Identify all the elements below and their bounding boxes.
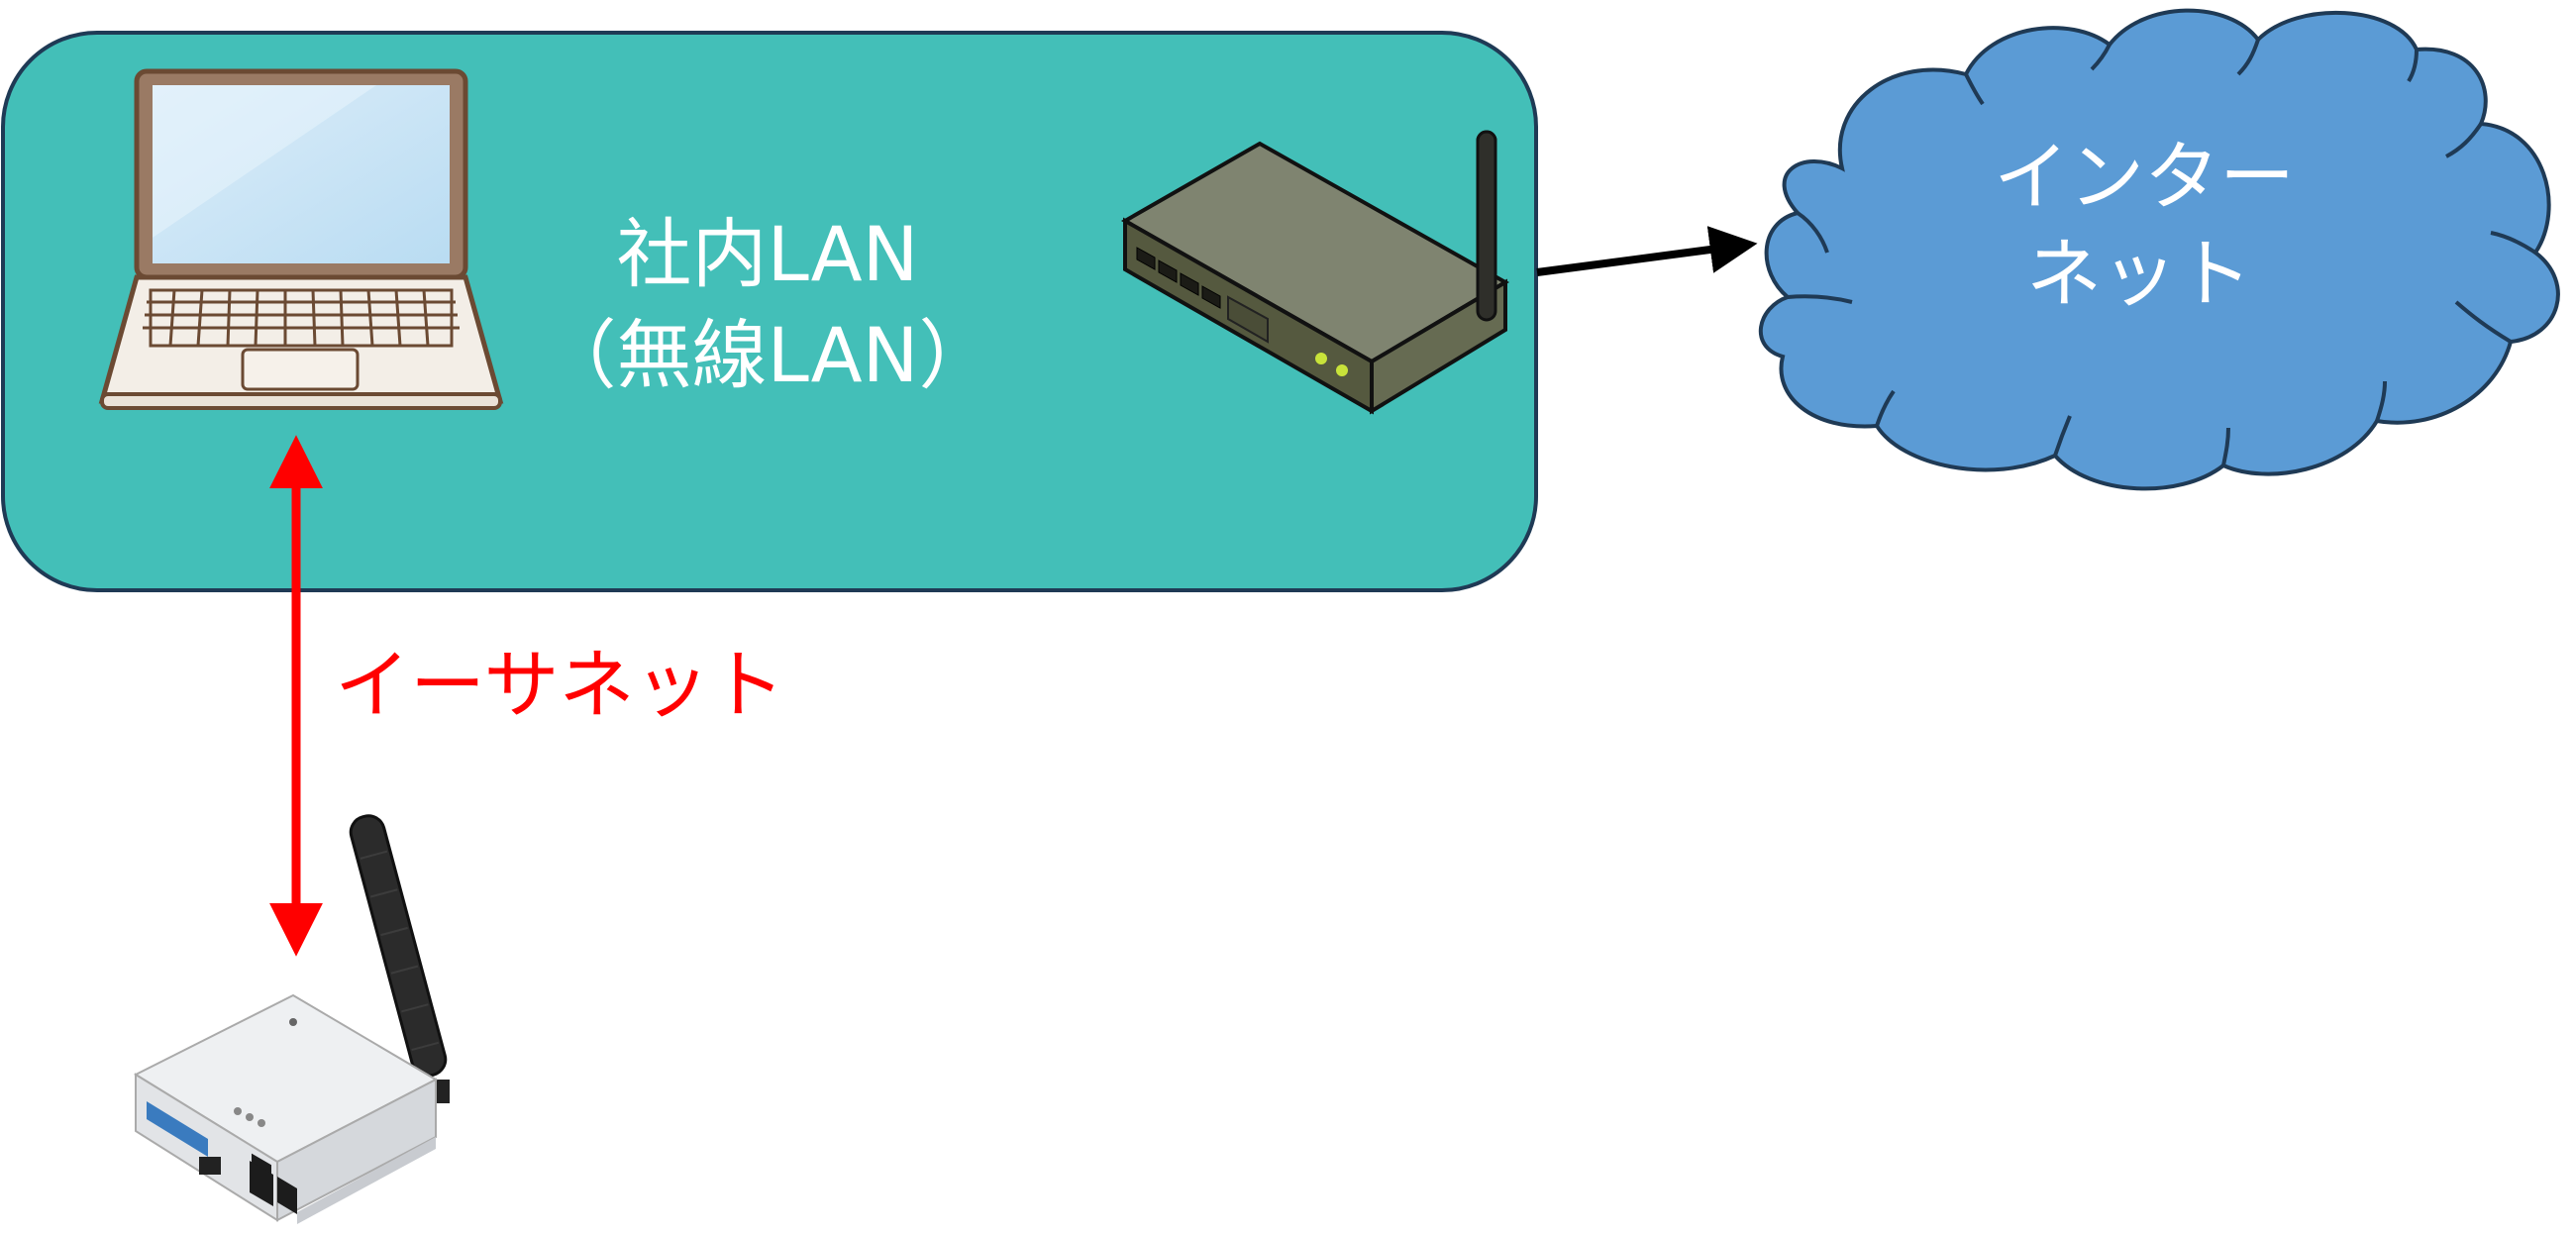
cloud-label-line1: インター: [1994, 133, 2295, 221]
wireless-router-icon: [1120, 130, 1509, 415]
laptop-icon: [98, 68, 504, 410]
cloud-icon: インター ネット: [1758, 8, 2560, 491]
ethernet-label: イーサネット: [335, 641, 784, 729]
lan-label-line1: 社内LAN: [617, 210, 919, 298]
gateway-device-icon: [133, 814, 450, 1224]
ethernet-link: イーサネット: [269, 435, 784, 957]
lan-label-line2: （無線LAN）: [542, 311, 994, 399]
cloud-label-line2: ネット: [2026, 230, 2252, 318]
router-to-internet-arrow: [1536, 226, 1758, 276]
